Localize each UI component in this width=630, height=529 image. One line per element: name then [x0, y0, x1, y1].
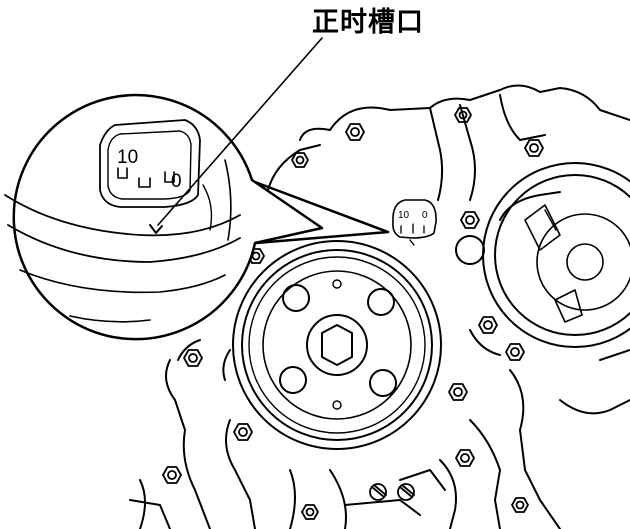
bolt-top-right: [454, 107, 472, 123]
callout-label-timing-notch: 正时槽口: [312, 7, 424, 38]
bolt-right-3: [478, 316, 498, 334]
bolt-left-upper: [291, 152, 309, 168]
magnified-detail: 10 0: [4, 119, 241, 323]
bolt-bottom-right: [511, 497, 529, 513]
engine-block-outline: [129, 84, 630, 529]
callout-leader-line: [157, 37, 323, 226]
slotted-screws: [369, 483, 415, 501]
bolt-bottom-mid: [301, 504, 319, 520]
small-scale-label-10: 10: [398, 210, 410, 221]
bolt-bottom-left: [162, 466, 182, 484]
magnified-scale-label-10: 10: [117, 147, 138, 168]
bolts: [162, 107, 544, 520]
bolt-lower-right-1: [448, 383, 468, 401]
bolt-lower-left-1: [183, 349, 203, 367]
small-scale-label-0: 0: [422, 210, 428, 221]
bolt-lower-left-2: [233, 423, 253, 441]
magnifier-callout: [12, 93, 390, 341]
bolt-right-2: [460, 211, 480, 229]
bolt-top: [345, 123, 365, 141]
bolt-right-1: [524, 139, 544, 157]
bolt-lower-right-2: [455, 449, 475, 467]
crankshaft-pulley: [232, 240, 442, 450]
timing-scale-small: 10 0: [392, 199, 437, 246]
bolt-right-4: [505, 343, 525, 361]
magnified-scale-label-0: 0: [171, 171, 182, 192]
cam-pulley: [455, 162, 630, 348]
